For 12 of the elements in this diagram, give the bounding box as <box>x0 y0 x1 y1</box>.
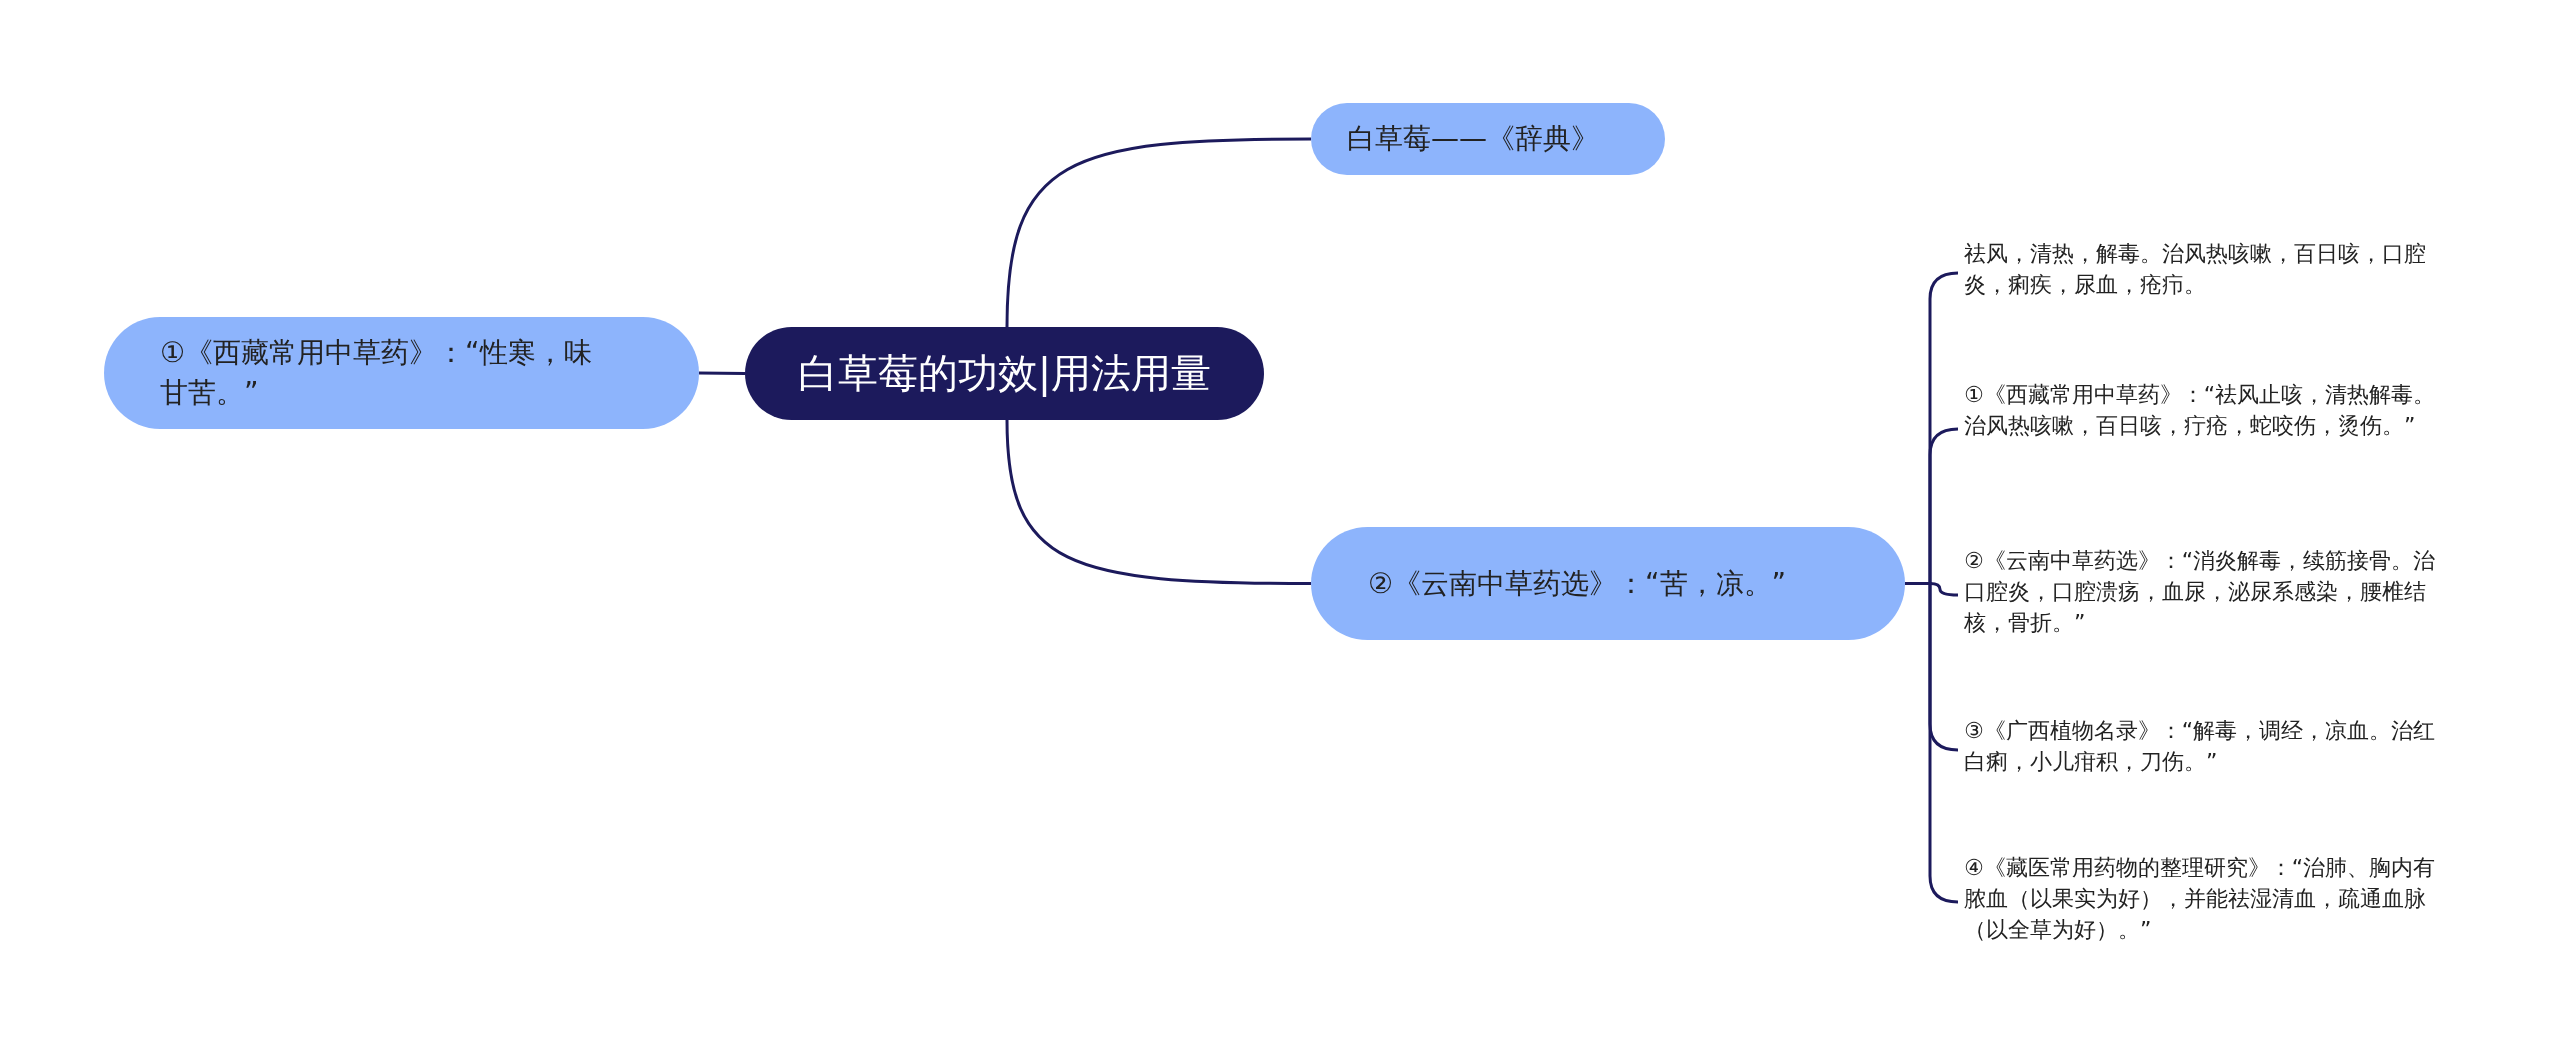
leaf-text: 祛风，清热，解毒。治风热咳嗽，百日咳，口腔炎，痢疾，尿血，疮疖。 <box>1964 238 2459 308</box>
connector-line <box>699 371 745 375</box>
leaf-text: ④《藏医常用药物的整理研究》：“治肺、胸内有脓血（以果实为好），并能祛湿清血，疏通血脉（以全草为好）。” <box>1964 852 2459 952</box>
connector-line <box>1005 137 1311 328</box>
leaf-text: ③《广西植物名录》：“解毒，调经，凉血。治红白痢，小儿疳积，刀伤。” <box>1964 715 2459 785</box>
leaf-text: ②《云南中草药选》：“消炎解毒，续筋接骨。治口腔炎，口腔溃疡，血尿，泌尿系感染，腰椎结核，骨折。” <box>1964 545 2459 645</box>
connector-line <box>1005 419 1311 585</box>
branch-box: ①《西藏常用中草药》：“性寒，味甘苦。” <box>104 317 699 429</box>
topic-box: 白草莓的功效|用法用量 <box>745 327 1264 420</box>
leaf-text: ①《西藏常用中草药》：“祛风止咳，清热解毒。治风热咳嗽，百日咳，疔疮，蛇咬伤，烫伤。” <box>1964 379 2459 479</box>
branch-box: 白草莓——《辞典》 <box>1311 103 1665 175</box>
branch-box: ②《云南中草药选》：“苦，凉。” <box>1311 527 1905 640</box>
